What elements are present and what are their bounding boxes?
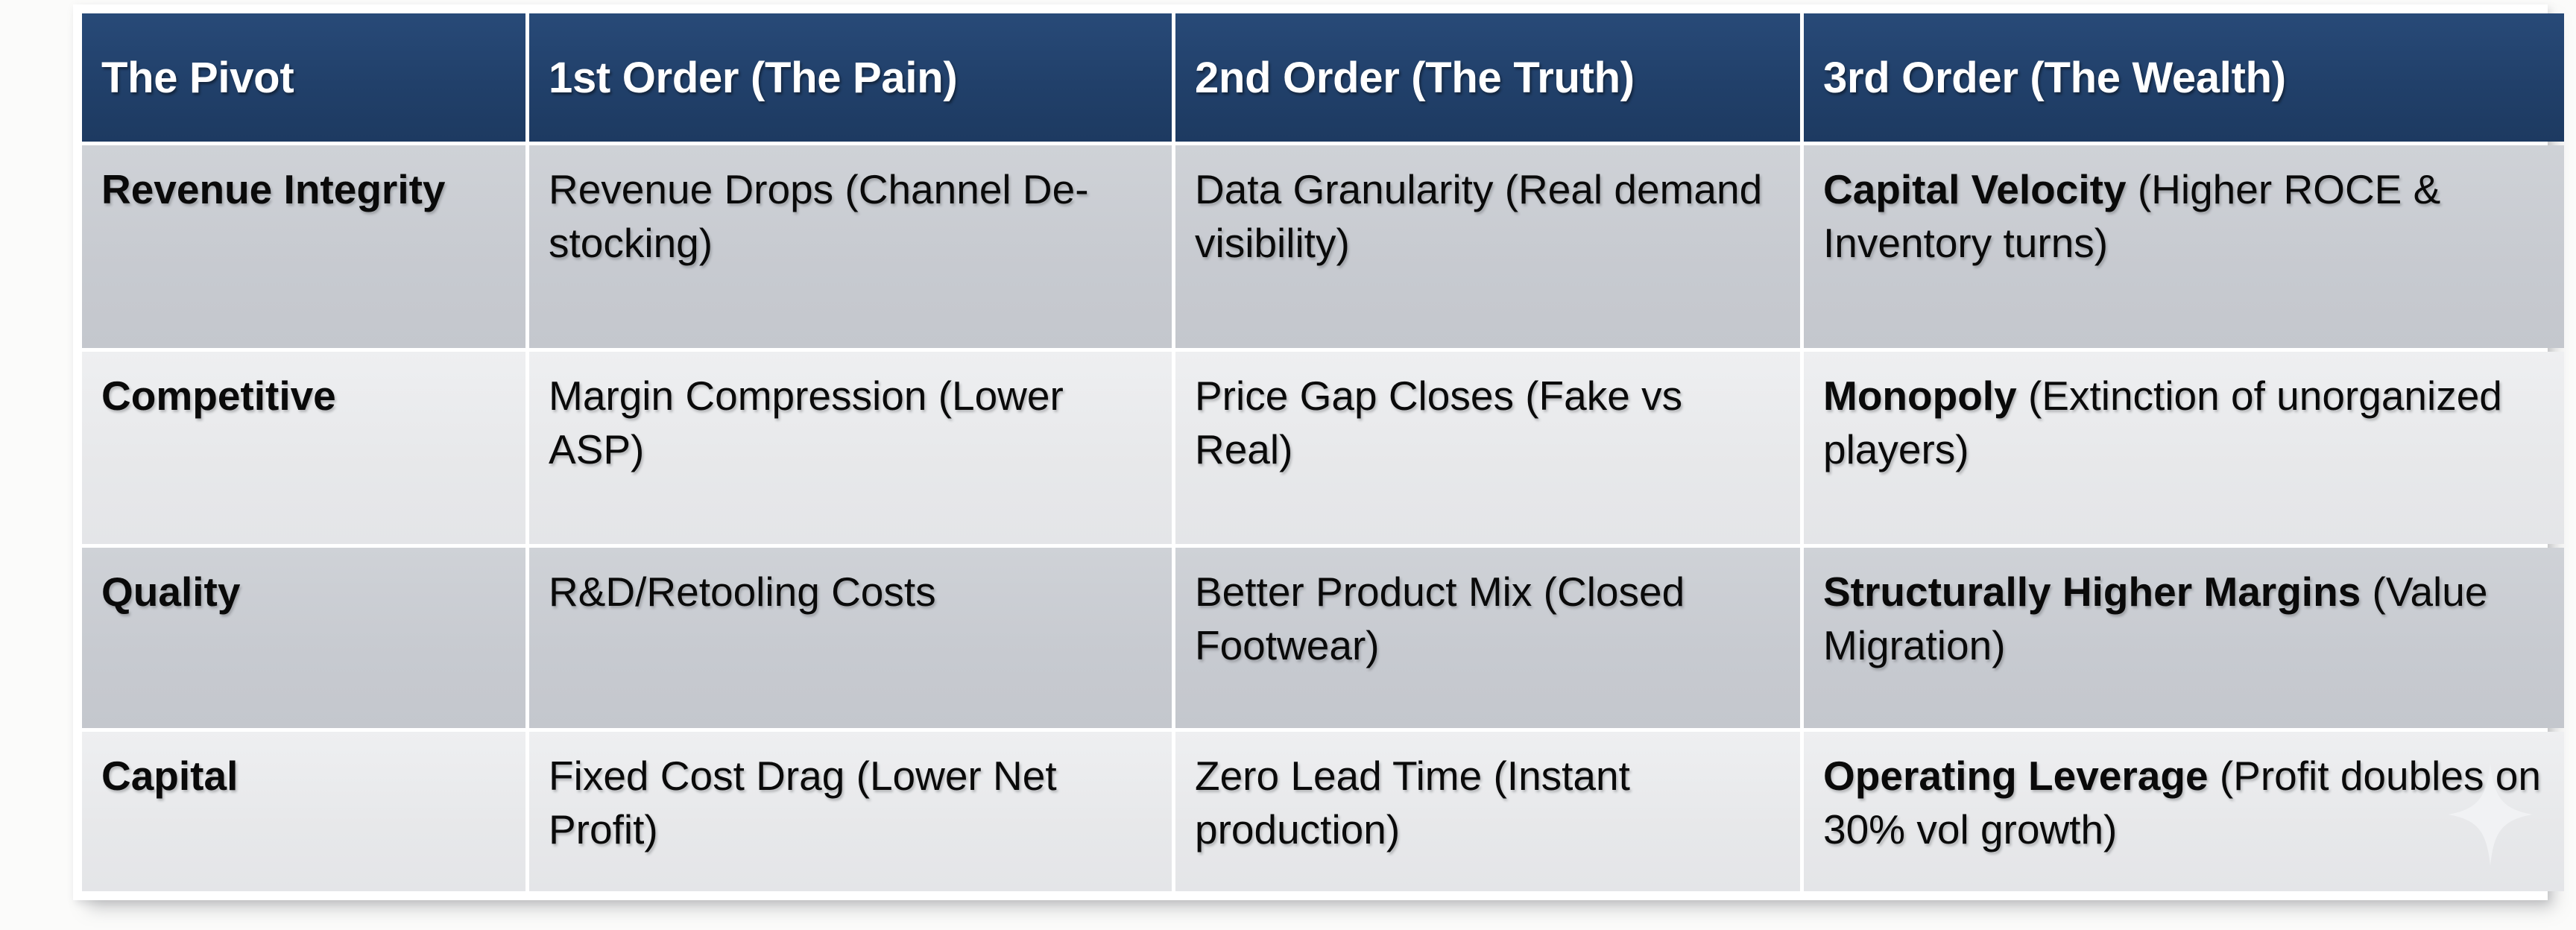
table-header: The Pivot 1st Order (The Pain) 2nd Order… (82, 13, 2564, 142)
table-frame: The Pivot 1st Order (The Pain) 2nd Order… (73, 4, 2564, 900)
header-row: The Pivot 1st Order (The Pain) 2nd Order… (82, 13, 2564, 142)
cell-third-order: Operating Leverage (Profit doubles on 30… (1804, 732, 2564, 891)
table-body: Revenue Integrity Revenue Drops (Channel… (82, 145, 2564, 891)
column-header-second-order[interactable]: 2nd Order (The Truth) (1175, 13, 1800, 142)
cell-second-order: Data Granularity (Real demand visibility… (1175, 145, 1800, 348)
cell-third-order-detail: (Higher ROCE & Inventory turns) (1823, 166, 2441, 266)
cell-second-order: Price Gap Closes (Fake vs Real) (1175, 352, 1800, 544)
cell-third-order-detail: (Extinction of unorganized players) (1823, 373, 2502, 472)
column-header-first-order[interactable]: 1st Order (The Pain) (529, 13, 1172, 142)
table-row: Quality R&D/Retooling Costs Better Produ… (82, 548, 2564, 728)
cell-third-order: Structurally Higher Margins (Value Migra… (1804, 548, 2564, 728)
column-header-pivot[interactable]: The Pivot (82, 13, 525, 142)
cell-third-order-term: Monopoly (1823, 373, 2017, 419)
cell-first-order: Margin Compression (Lower ASP) (529, 352, 1172, 544)
cell-first-order: Revenue Drops (Channel De-stocking) (529, 145, 1172, 348)
cell-first-order: Fixed Cost Drag (Lower Net Profit) (529, 732, 1172, 891)
cell-pivot: Capital (82, 732, 525, 891)
cell-third-order-term: Capital Velocity (1823, 166, 2127, 212)
cell-third-order: Monopoly (Extinction of unorganized play… (1804, 352, 2564, 544)
table-row: Capital Fixed Cost Drag (Lower Net Profi… (82, 732, 2564, 891)
cell-pivot: Revenue Integrity (82, 145, 525, 348)
cell-third-order-detail: (Value Migration) (1823, 569, 2488, 668)
cell-pivot: Quality (82, 548, 525, 728)
table-row: Revenue Integrity Revenue Drops (Channel… (82, 145, 2564, 348)
cell-first-order: R&D/Retooling Costs (529, 548, 1172, 728)
cell-second-order: Zero Lead Time (Instant production) (1175, 732, 1800, 891)
column-header-third-order[interactable]: 3rd Order (The Wealth) (1804, 13, 2564, 142)
cell-third-order: Capital Velocity (Higher ROCE & Inventor… (1804, 145, 2564, 348)
cell-third-order-term: Operating Leverage (1823, 753, 2209, 799)
pivot-table: The Pivot 1st Order (The Pain) 2nd Order… (78, 10, 2568, 895)
table-row: Competitive Margin Compression (Lower AS… (82, 352, 2564, 544)
cell-pivot: Competitive (82, 352, 525, 544)
cell-second-order: Better Product Mix (Closed Footwear) (1175, 548, 1800, 728)
cell-third-order-term: Structurally Higher Margins (1823, 569, 2361, 615)
